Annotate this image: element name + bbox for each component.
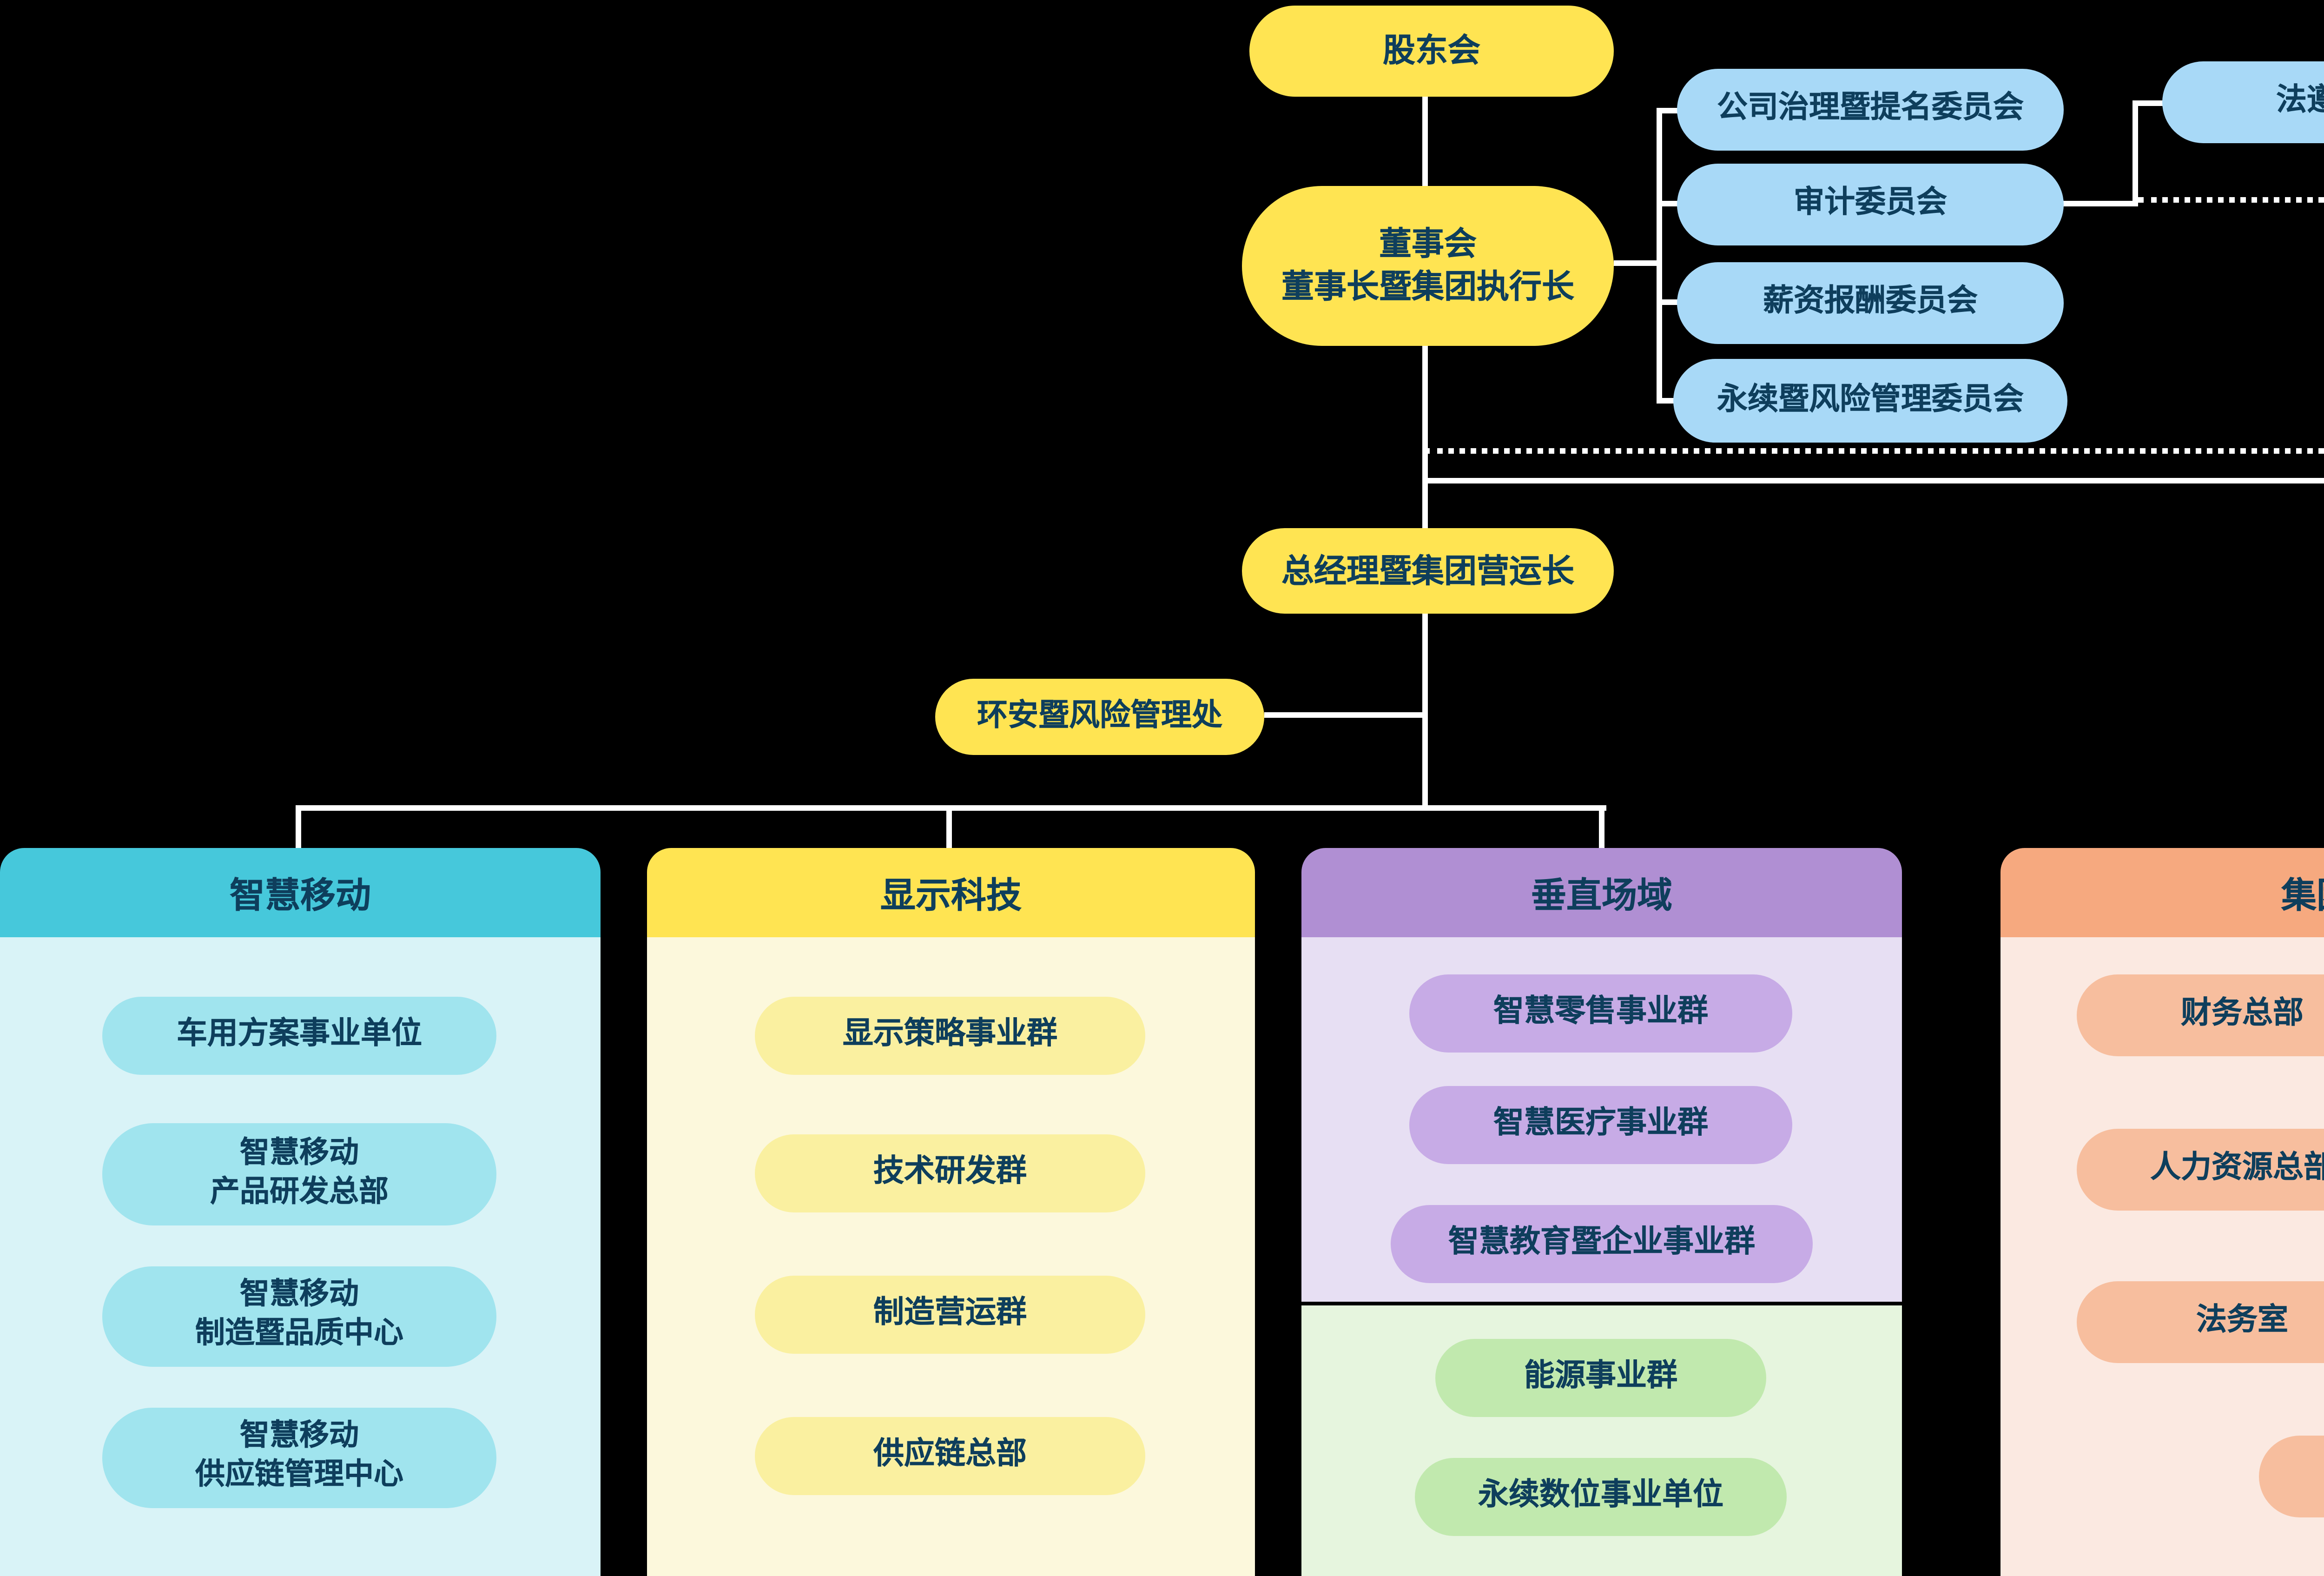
unit-pill: 财务总部	[2077, 974, 2324, 1056]
division-vertical-domains: 垂直场域 智慧零售事业群 智慧医疗事业群 智慧教育暨企业事业群 能源事业群 永续…	[1301, 848, 1902, 1576]
unit-pill: 永续数位事业单位	[1415, 1458, 1787, 1536]
unit-pill: 技术研发群	[755, 1134, 1145, 1212]
node-committee-governance: 公司治理暨提名委员会	[1677, 69, 2064, 151]
connector-line	[296, 805, 301, 850]
division-vertical-domains-header: 垂直场域	[1301, 848, 1902, 937]
unit-pill: 能源事业群	[1435, 1339, 1766, 1417]
connector-audit-compliance	[2060, 201, 2138, 206]
node-shareholders: 股东会	[1249, 6, 1614, 97]
unit-pill: 显示策略事业群	[755, 997, 1145, 1075]
node-committee-sustainability: 永续暨风险管理委员会	[1673, 359, 2067, 443]
unit-pill: 智慧移动 产品研发总部	[102, 1123, 496, 1225]
connector-line	[1657, 299, 1679, 305]
division-display-tech-header: 显示科技	[647, 848, 1255, 937]
dotted-connector-compliance	[1424, 448, 2324, 454]
division-display-tech: 显示科技 显示策略事业群 技术研发群 制造营运群 供应链总部	[647, 848, 1255, 1576]
connector-line	[1657, 108, 1679, 113]
node-ehs-office: 环安暨风险管理处	[935, 679, 1264, 755]
unit-pill: 智慧移动 供应链管理中心	[102, 1408, 496, 1508]
connector-audit-compliance	[2133, 100, 2166, 106]
unit-pill: 智慧零售事业群	[1409, 974, 1792, 1053]
node-board: 董事会 董事长暨集团执行长	[1242, 186, 1614, 346]
node-committee-audit: 审计委员会	[1677, 164, 2064, 245]
unit-pill: 智慧教育暨企业事业群	[1391, 1205, 1813, 1283]
unit-pill: 法务室	[2077, 1281, 2324, 1363]
connector-line	[1657, 201, 1679, 206]
connector-board-support	[1424, 478, 2324, 483]
connector-ehs	[1264, 712, 1428, 718]
dotted-connector-audit-office	[2138, 197, 2324, 203]
division-group-support-header: 集团营运支援单位	[2000, 848, 2324, 937]
unit-pill: 车用方案事业单位	[102, 997, 496, 1075]
division-smart-mobility: 智慧移动 车用方案事业单位 智慧移动 产品研发总部 智慧移动 制造暨品质中心 智…	[0, 848, 601, 1576]
node-president: 总经理暨集团营运长	[1242, 528, 1614, 614]
unit-pill: 智慧医疗事业群	[1409, 1086, 1792, 1164]
connector-board-bracket	[1614, 260, 1662, 266]
node-committee-compensation: 薪资报酬委员会	[1677, 262, 2064, 344]
connector-committee-bracket	[1657, 108, 1662, 404]
node-compliance-advisor: 法遵总顾问	[2162, 61, 2324, 143]
unit-pill-audit-office: 稽核管理处	[2259, 1436, 2324, 1517]
connector-board-president	[1422, 346, 1428, 532]
division-group-support: 集团营运支援单位 财务总部 数位技术发展总部 人力资源总部 永续发展总部 法务室…	[2000, 848, 2324, 1576]
connector-line	[1599, 805, 1604, 850]
connector-shareholders-board	[1422, 97, 1428, 186]
unit-pill: 智慧移动 制造暨品质中心	[102, 1266, 496, 1367]
unit-pill: 制造营运群	[755, 1276, 1145, 1354]
connector-audit-compliance	[2133, 100, 2138, 206]
division-smart-mobility-header: 智慧移动	[0, 848, 601, 937]
connector-line	[946, 805, 952, 850]
unit-pill: 供应链总部	[755, 1417, 1145, 1495]
unit-pill: 人力资源总部	[2077, 1129, 2324, 1211]
